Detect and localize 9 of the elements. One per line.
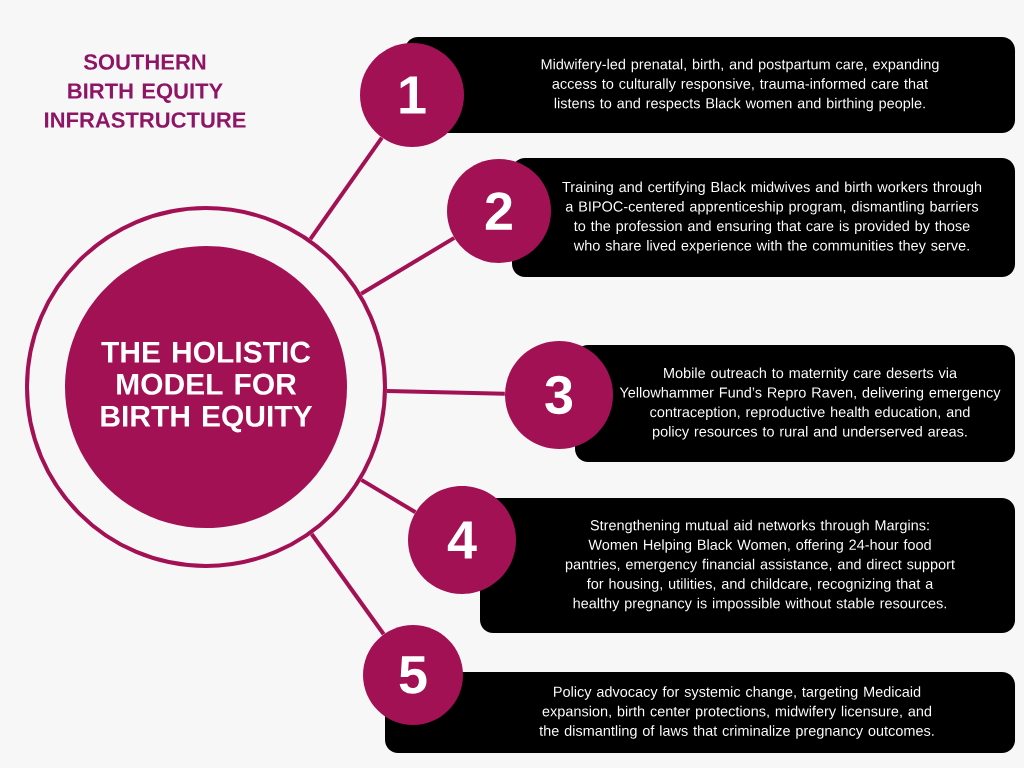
text-box: Strengthening mutual aid networks through Margins: Women Helping Black Women, offering 24-hour food pantries, emergency financial assistance, and direct support for housing, utilities, and childcare, recognizing that a healthy pregnancy is impossible without stable resources. — [480, 498, 1015, 633]
text-box: Mobile outreach to maternity care deserts via Yellowhammer Fund’s Repro Raven, delivering emergency contraception, reproductive health education, and policy resources to rural and underserved areas. — [575, 345, 1015, 462]
text-box: Training and certifying Black midwives and birth workers through a BIPOC-centered apprenticeship program, dismantling barriers to the profession and ensuring that care is provided by those who share lived experience with the communities they serve. — [512, 158, 1015, 277]
title: SOUTHERN BIRTH EQUITY INFRASTRUCTURE — [45, 54, 246, 128]
connector-line — [308, 136, 384, 241]
connector-line — [386, 389, 505, 396]
connector-line — [360, 236, 456, 296]
connector-line — [310, 532, 386, 636]
connector-line — [360, 478, 417, 514]
